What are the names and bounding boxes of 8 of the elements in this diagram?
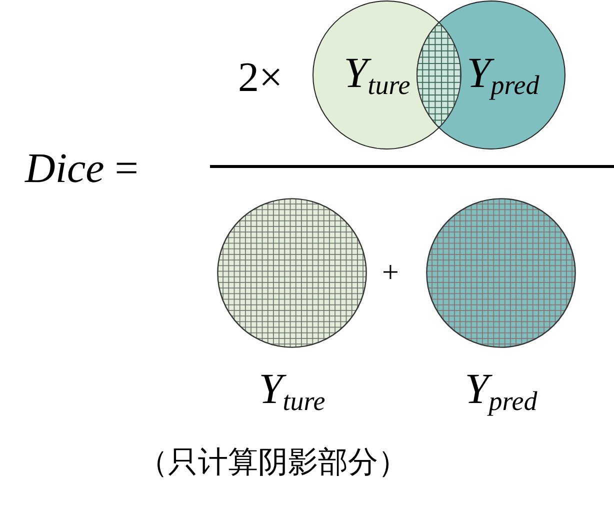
formula-text: 2× (238, 57, 283, 99)
set-label: Y$_{ture}$ (258, 368, 326, 415)
set-label: Y$_{ture}$ (344, 52, 410, 98)
plus-sign: + (382, 258, 399, 288)
set-label: Y$_{pred}$ (464, 368, 538, 415)
note-text: （只计算阴影部分） (138, 448, 408, 478)
formula-text: Dice = (25, 148, 138, 190)
set-label: Y$_{pred}$ (466, 52, 540, 98)
